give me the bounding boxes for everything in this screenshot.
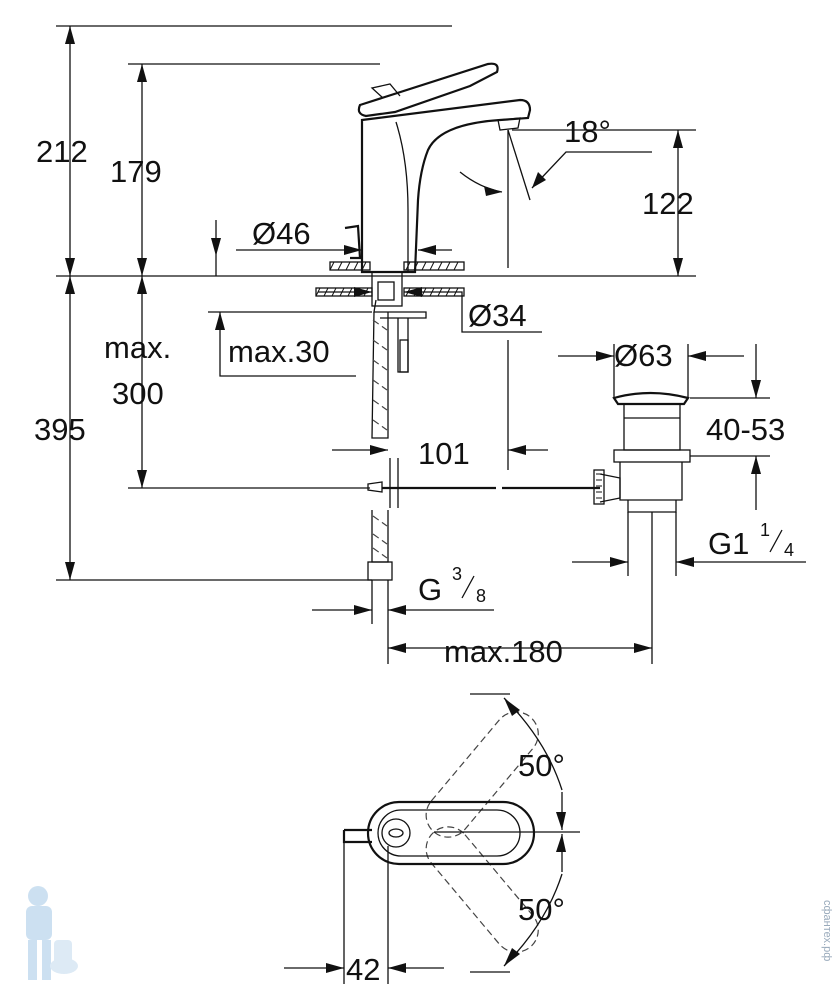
label-g1: G1 [708,526,749,561]
label-g38-num: 3 [452,564,462,584]
label-395: 395 [34,412,86,447]
label-d46: Ø46 [252,216,311,251]
faucet-top-view [284,693,580,984]
label-300: 300 [112,376,164,411]
plumber-logo [26,886,78,980]
label-g1-num: 1 [760,520,770,540]
watermark-text: сфантех.рф [821,900,833,961]
label-max30: max.30 [228,334,330,369]
label-40-53: 40-53 [706,412,785,447]
label-max180: max.180 [444,634,563,669]
label-101: 101 [418,436,470,471]
label-42: 42 [346,952,380,987]
label-d63: Ø63 [614,338,673,373]
label-50-deg-bottom: 50° [518,892,565,927]
deck-section [315,261,465,297]
faucet-side-view [344,62,600,581]
label-18-deg: 18° [564,114,611,149]
label-d34: Ø34 [468,298,527,333]
waste-fitting [593,391,691,513]
label-179: 179 [110,154,162,189]
label-g38: G [418,572,442,607]
label-50-deg-top: 50° [518,748,565,783]
dimension-labels: 212 179 122 18° Ø46 Ø34 max.30 max. 300 … [34,114,794,987]
label-g38-den: 8 [476,586,486,606]
dimension-lines [56,25,806,664]
label-g1-den: 4 [784,540,794,560]
label-122: 122 [642,186,694,221]
label-max: max. [104,330,171,365]
label-212: 212 [36,134,88,169]
